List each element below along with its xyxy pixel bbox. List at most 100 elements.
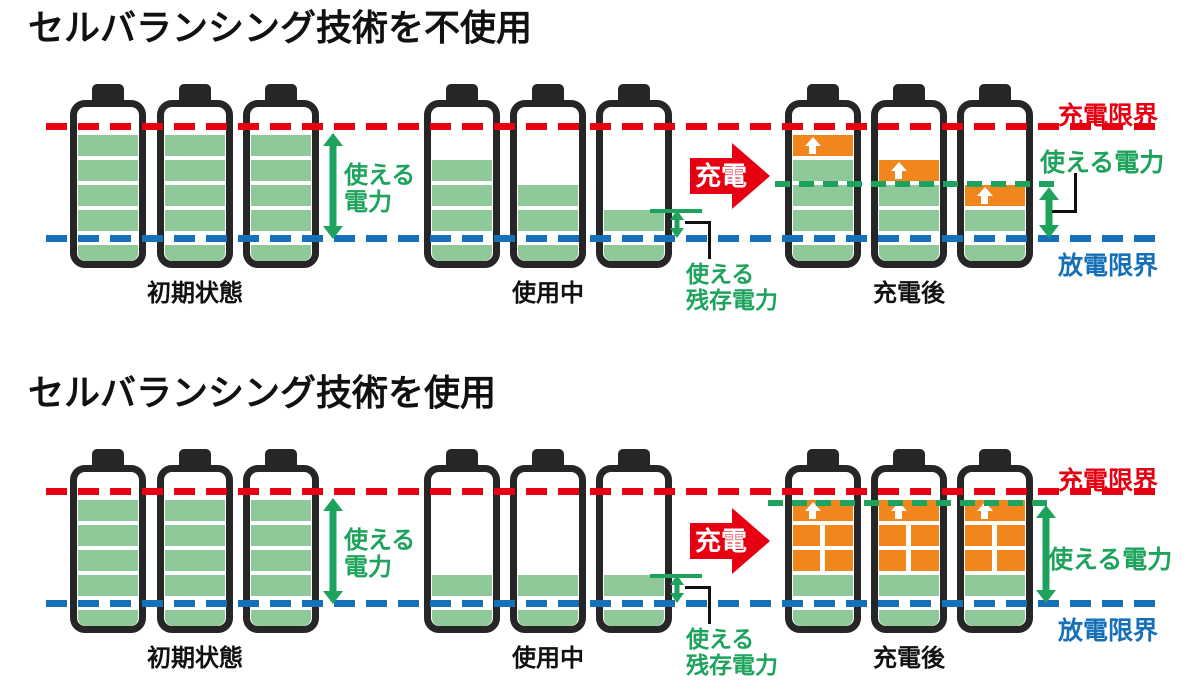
battery-segment-charged <box>432 575 492 596</box>
battery-segment-charged <box>879 185 939 206</box>
battery-segment-charged <box>78 500 138 521</box>
battery-terminal <box>446 449 478 466</box>
battery-segment-charged <box>965 575 1025 596</box>
battery-segment-reserve <box>518 245 578 261</box>
battery-segment-reserve <box>432 245 492 261</box>
battery-segment-reserve <box>518 610 578 626</box>
battery-segment-charged <box>879 575 939 596</box>
battery-terminal <box>265 84 297 101</box>
usable-remaining-arrow <box>670 575 684 603</box>
battery-segment-charged <box>604 575 664 596</box>
battery-segment-new-charge-left <box>965 550 992 571</box>
battery-segment-charged <box>165 210 225 231</box>
up-arrow-head <box>890 502 907 511</box>
group-caption: 使用中 <box>512 280 584 307</box>
arrow-head-up <box>323 498 343 511</box>
battery-segment-new-charge-right <box>825 525 853 546</box>
group-caption: 充電後 <box>873 645 945 672</box>
arrow-head-down <box>1039 225 1059 238</box>
charge-arrow-head <box>732 508 770 574</box>
battery-segment-charged <box>251 575 311 596</box>
battery-segment-charged <box>165 525 225 546</box>
battery-segment-charged <box>78 525 138 546</box>
battery-terminal <box>618 449 650 466</box>
battery-segment-charged <box>518 575 578 596</box>
battery-terminal <box>807 84 839 101</box>
arrow-head-down <box>670 593 684 603</box>
usable-power-label-right: 使える電力 <box>1048 546 1173 574</box>
battery-terminal <box>979 449 1011 466</box>
battery-terminal <box>265 449 297 466</box>
group-caption: 充電後 <box>873 280 945 307</box>
charge-arrow-label: 充電 <box>694 526 747 556</box>
battery-segment-charged <box>78 550 138 571</box>
battery-segment-reserve <box>793 245 853 261</box>
arrow-head-up <box>323 133 343 146</box>
charge-limit-line <box>46 123 1158 130</box>
battery-segment-new-charge-left <box>793 550 820 571</box>
battery-segment-new-charge-left <box>965 525 992 546</box>
battery-segment-charged <box>165 185 225 206</box>
battery-segment-charged <box>432 210 492 231</box>
up-arrow-icon <box>976 187 993 204</box>
usable-remaining-label: 使える 残存電力 <box>686 626 778 678</box>
battery-segment-reserve <box>165 245 225 261</box>
battery-segment-charged <box>165 135 225 156</box>
battery-terminal <box>618 84 650 101</box>
battery-segment-charged <box>965 210 1025 231</box>
battery-segment-charged <box>78 185 138 206</box>
battery-segment-charged <box>251 210 311 231</box>
up-arrow-head <box>890 162 907 171</box>
arrow-head-up <box>670 210 684 220</box>
battery-segment-charged <box>251 160 311 181</box>
battery-terminal <box>532 449 564 466</box>
remaining-bracket-v <box>708 221 711 259</box>
battery-terminal <box>179 84 211 101</box>
battery-segment-charged <box>165 550 225 571</box>
up-arrow-stem <box>809 511 817 519</box>
diagram-with-cell-balancing: 充電限界放電限界初期状態使用中充電後使える 電力使える 残存電力充電使える電力 <box>0 449 1201 681</box>
battery-segment-charged <box>251 550 311 571</box>
up-arrow-stem <box>895 511 903 519</box>
usable-power-label-right: 使える電力 <box>1040 149 1165 177</box>
battery-segment-reserve <box>965 245 1025 261</box>
battery-segment-charged <box>793 210 853 231</box>
arrow-head-up <box>670 575 684 585</box>
arrow-shaft <box>674 583 680 595</box>
battery-terminal <box>979 84 1011 101</box>
group-caption: 初期状態 <box>147 280 243 307</box>
battery-segment-reserve <box>432 610 492 626</box>
battery-segment-charged <box>78 135 138 156</box>
battery-segment-charged <box>793 160 853 181</box>
up-arrow-stem <box>981 196 989 204</box>
battery-segment-charged <box>78 210 138 231</box>
remaining-bracket-h <box>685 586 711 589</box>
battery-segment-charged <box>165 160 225 181</box>
battery-segment-reserve <box>78 245 138 261</box>
battery-segment-reserve <box>604 610 664 626</box>
remaining-bracket-v <box>708 586 711 624</box>
battery-terminal <box>807 449 839 466</box>
usable-power-label-initial: 使える 電力 <box>344 162 416 216</box>
up-arrow-icon <box>890 162 907 179</box>
battery-segment-reserve <box>78 610 138 626</box>
battery-segment-new-charge <box>793 135 853 156</box>
battery-segment-new-charge-left <box>793 525 820 546</box>
up-arrow-stem <box>895 171 903 179</box>
battery-segment-charged <box>251 135 311 156</box>
battery-segment-charged <box>518 185 578 206</box>
up-arrow-head <box>804 137 821 146</box>
up-arrow-head <box>976 502 993 511</box>
battery-segment-reserve <box>879 610 939 626</box>
battery-segment-charged <box>793 575 853 596</box>
battery-terminal <box>179 449 211 466</box>
charge-limit-label: 充電限界 <box>1057 102 1158 130</box>
battery-segment-reserve <box>604 245 664 261</box>
usable-power-arrow <box>323 133 343 239</box>
battery-segment-charged <box>165 500 225 521</box>
charge-arrow-head <box>732 143 770 209</box>
usable-remaining-label: 使える 残存電力 <box>686 261 778 313</box>
charge-arrow-body <box>690 523 732 559</box>
charge-arrow-body <box>690 158 732 194</box>
usable-bracket-h <box>1052 210 1077 213</box>
